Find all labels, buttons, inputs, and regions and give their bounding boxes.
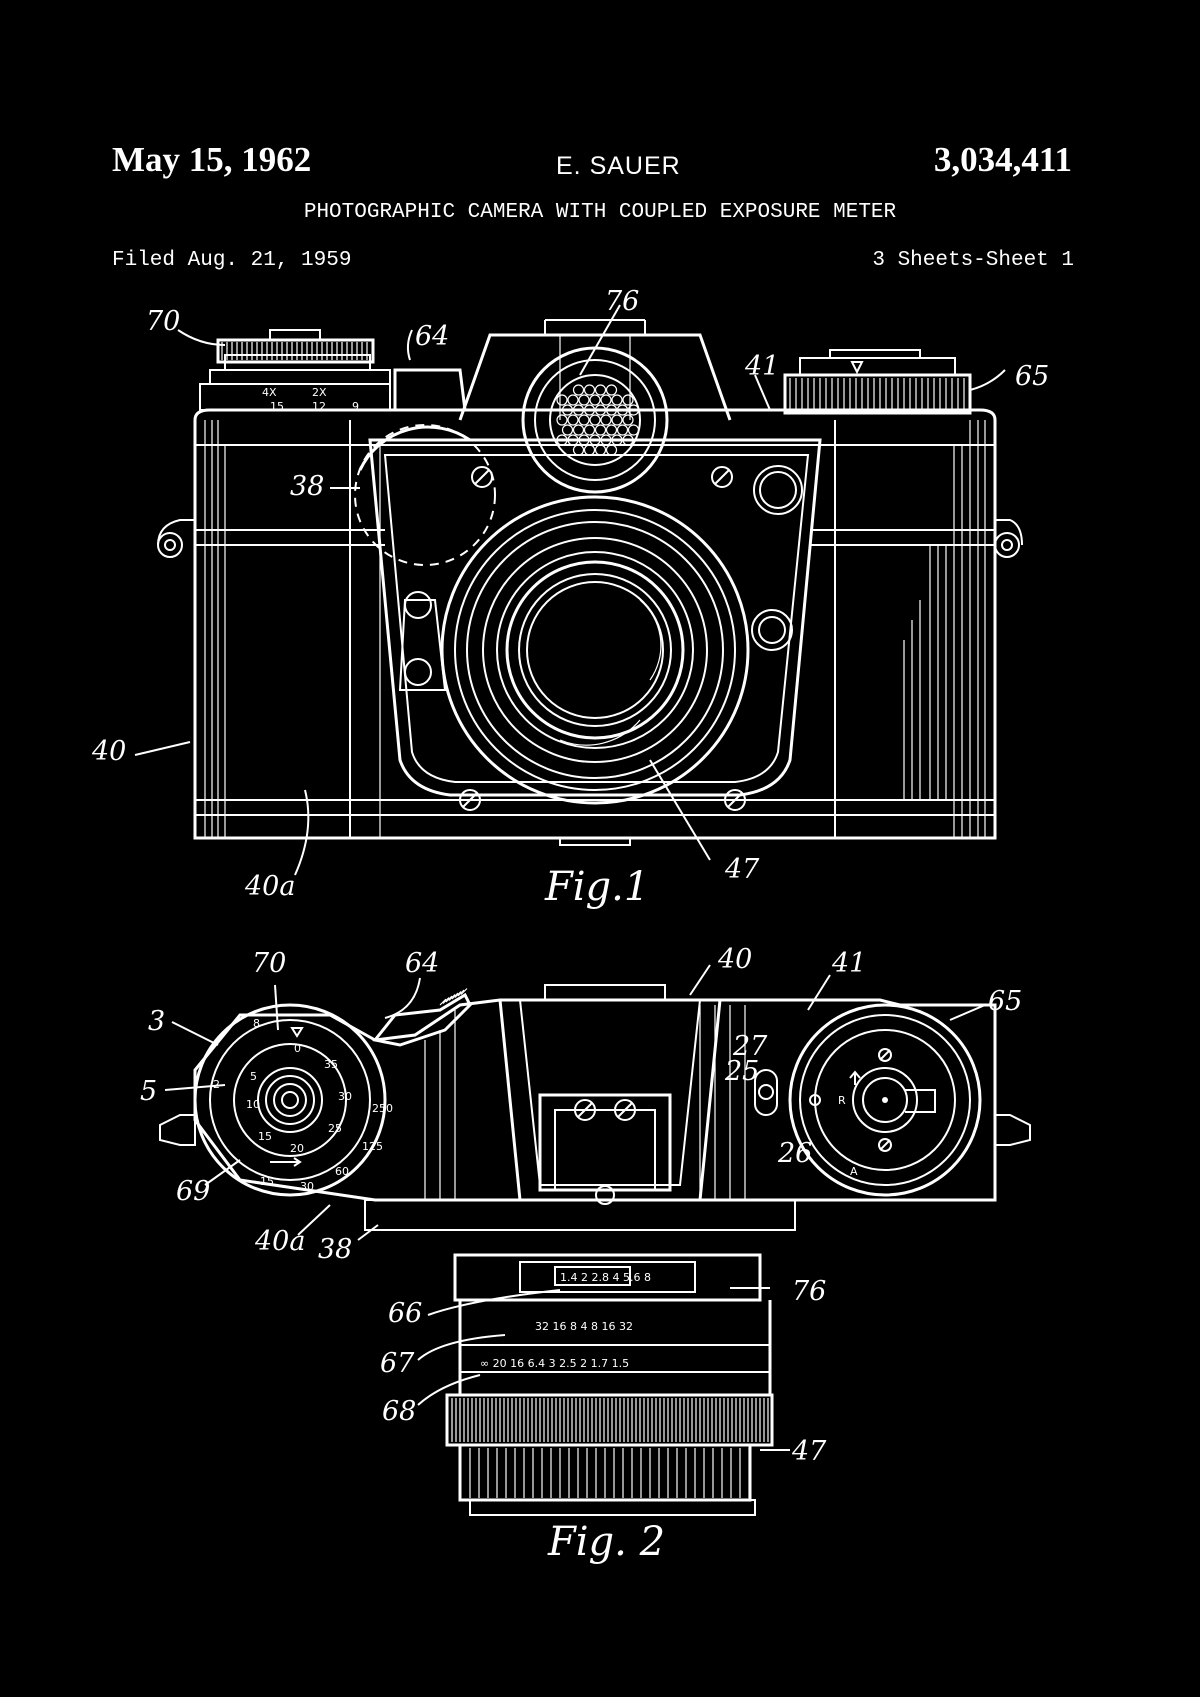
fig2-ref-5: 5: [140, 1076, 157, 1107]
left-dial-125: 125: [362, 1140, 383, 1153]
fig2-ref-64: 64: [405, 948, 439, 979]
left-dial-0: 0: [294, 1042, 301, 1055]
fig1-ref-41: 41: [744, 351, 779, 382]
patent-number: 3,034,411: [933, 140, 1072, 179]
fig2-ref-40a: 40a: [254, 1226, 305, 1257]
left-dial-35: 35: [324, 1058, 338, 1071]
fig1-label: Fig.1: [544, 864, 649, 910]
right-dial-a: A: [850, 1165, 858, 1178]
dial-mark-4x: 4X: [262, 386, 277, 399]
fig2-ref-26: 26: [777, 1138, 812, 1169]
dial-mark-2x: 2X: [312, 386, 327, 399]
fig2-ref-25: 25: [724, 1056, 759, 1087]
fig1-ref-70: 70: [146, 306, 180, 337]
fig2-ref-69: 69: [176, 1176, 210, 1207]
fig2-camera-top: 0 35 30 25 20 15 10 5 8 2 250 125 60 30 …: [140, 944, 1031, 1565]
left-dial-2: 2: [213, 1078, 220, 1091]
fig2-ref-65: 65: [988, 986, 1022, 1017]
lens-depth-scale: 32 16 8 4 8 16 32: [535, 1320, 633, 1333]
fig2-ref-76: 76: [792, 1276, 826, 1307]
lens-distance-scale: ∞ 20 16 6.4 3 2.5 2 1.7 1.5: [480, 1357, 629, 1370]
inventor-name: E. SAUER: [556, 152, 681, 180]
left-dial-20: 20: [290, 1142, 304, 1155]
fig2-ref-3: 3: [148, 1006, 165, 1037]
left-dial-10: 10: [246, 1098, 260, 1111]
left-dial-5: 5: [250, 1070, 257, 1083]
fig2-ref-38: 38: [318, 1234, 352, 1265]
fig1-ref-65: 65: [1015, 361, 1049, 392]
fig2-ref-27: 27: [732, 1031, 768, 1062]
fig1-ref-64: 64: [415, 321, 449, 352]
fig1-ref-40: 40: [91, 736, 126, 767]
right-dial-r: R: [838, 1094, 846, 1107]
fig2-ref-66: 66: [388, 1298, 422, 1329]
left-dial-250: 250: [372, 1102, 393, 1115]
patent-date: May 15, 1962: [112, 140, 312, 179]
fig2-ref-41: 41: [831, 948, 866, 979]
patent-title: PHOTOGRAPHIC CAMERA WITH COUPLED EXPOSUR…: [303, 201, 897, 224]
fig1-ref-38: 38: [290, 471, 324, 502]
fig2-ref-67: 67: [380, 1348, 415, 1379]
fig1-ref-76: 76: [605, 286, 639, 317]
left-dial-15b: 15: [260, 1175, 274, 1188]
meter-window-scale: 1.4 2 2.8 4 5.6 8: [560, 1271, 651, 1284]
meter-honeycomb: [556, 384, 640, 456]
left-dial-8: 8: [253, 1017, 260, 1030]
left-dial-15: 15: [258, 1130, 272, 1143]
left-dial-25: 25: [328, 1122, 342, 1135]
fig1-ref-40a: 40a: [244, 871, 295, 902]
dial-mark-9: 9: [352, 400, 359, 413]
fig2-label: Fig. 2: [547, 1519, 665, 1565]
left-dial-30b: 30: [300, 1180, 314, 1193]
dial-mark-12: 12: [312, 400, 326, 413]
fig1-camera-front: 4X 2X 15 12 9 70 64 76 4: [91, 286, 1049, 910]
fig2-ref-47: 47: [791, 1436, 827, 1467]
filing-date: Filed Aug. 21, 1959: [112, 249, 352, 272]
fig2-ref-70: 70: [252, 948, 286, 979]
left-dial-60: 60: [335, 1165, 349, 1178]
left-dial-30: 30: [338, 1090, 352, 1103]
sheet-count: 3 Sheets-Sheet 1: [872, 249, 1074, 272]
fig1-ref-47: 47: [724, 854, 760, 885]
fig2-ref-40: 40: [717, 944, 752, 975]
fig2-ref-68: 68: [382, 1396, 416, 1427]
dial-mark-15: 15: [270, 400, 284, 413]
